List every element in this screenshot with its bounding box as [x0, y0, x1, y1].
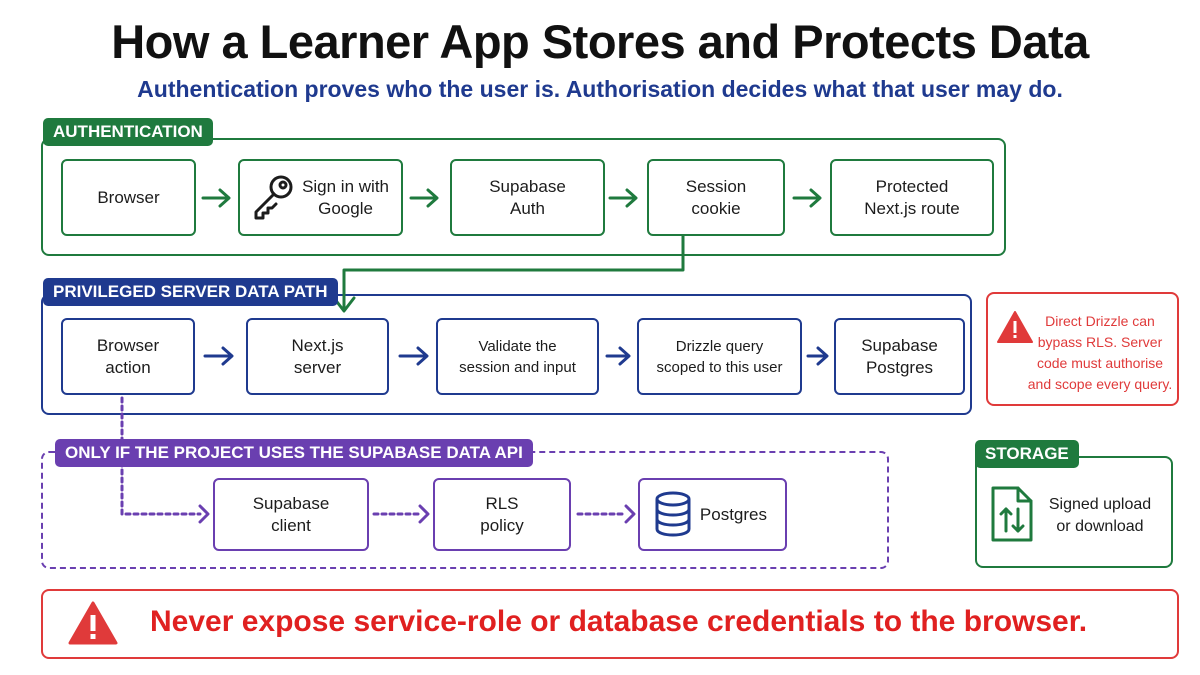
validate-session-node: Validate the session and input [436, 318, 599, 395]
browser-action-node: Browser action [61, 318, 195, 395]
node-label: Drizzle query scoped to this user [656, 337, 783, 376]
page-title: How a Learner App Stores and Protects Da… [111, 15, 1089, 68]
data-api-badge: ONLY IF THE PROJECT USES THE SUPABASE DA… [55, 439, 533, 467]
node-label: Supabase client [252, 493, 330, 535]
node-label: Supabase Postgres [861, 335, 938, 377]
node-label: Protected Next.js route [864, 176, 960, 218]
privileged-section [41, 294, 972, 415]
bottom-warning-text: Never expose service-role or database cr… [150, 605, 1088, 638]
node-label: Validate the session and input [459, 337, 576, 376]
node-label: Supabase Auth [489, 176, 566, 218]
database-icon [655, 491, 691, 537]
node-label: Session cookie [685, 176, 747, 218]
sign-in-google-node: Sign in with Google [238, 159, 403, 236]
authentication-section [41, 138, 1006, 256]
file-transfer-icon [991, 486, 1033, 542]
node-label: Next.js server [291, 335, 344, 377]
session-cookie-node: Session cookie [647, 159, 785, 236]
node-label: RLS policy [480, 493, 524, 535]
page-subtitle: Authentication proves who the user is. A… [137, 76, 1063, 102]
rls-policy-node: RLS policy [433, 478, 571, 551]
supabase-postgres-node: Supabase Postgres [834, 318, 965, 395]
browser-node: Browser [61, 159, 196, 236]
side-warning-text: Direct Drizzle can bypass RLS. Server co… [1027, 313, 1173, 392]
nextjs-server-node: Next.js server [246, 318, 389, 395]
authentication-badge: AUTHENTICATION [43, 118, 213, 146]
node-label: Sign in with Google [302, 176, 389, 218]
privileged-badge: PRIVILEGED SERVER DATA PATH [43, 278, 338, 306]
storage-text: Signed upload or download [1048, 496, 1152, 535]
key-icon [254, 175, 293, 220]
supabase-client-node: Supabase client [213, 478, 369, 551]
node-label: Browser action [96, 335, 160, 377]
storage-badge: STORAGE [975, 440, 1079, 468]
drizzle-query-node: Drizzle query scoped to this user [637, 318, 802, 395]
side-warning-box [986, 292, 1179, 406]
protected-route-node: Protected Next.js route [830, 159, 994, 236]
warning-icon [68, 601, 118, 645]
node-label: Browser [97, 187, 160, 207]
supabase-auth-node: Supabase Auth [450, 159, 605, 236]
warning-icon [997, 311, 1033, 343]
bottom-warning-box [41, 589, 1179, 659]
node-label: Postgres [699, 504, 767, 524]
